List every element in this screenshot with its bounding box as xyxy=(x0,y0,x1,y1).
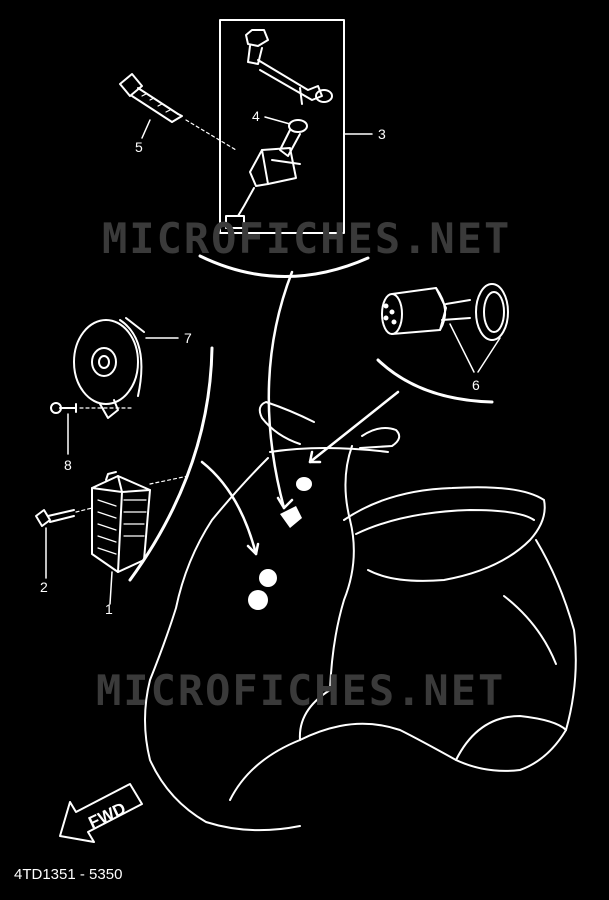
view-arc-left xyxy=(128,346,214,582)
callout-label-4: 4 xyxy=(252,108,260,124)
part-positions xyxy=(248,477,312,610)
view-arc-top xyxy=(198,254,370,278)
callout-label-7: 7 xyxy=(184,330,192,346)
callout-label-8: 8 xyxy=(64,457,72,473)
view-arc-right xyxy=(376,358,494,404)
watermark-top: MICROFICHES.NET xyxy=(102,214,512,263)
horn xyxy=(73,317,145,419)
fwd-arrow xyxy=(59,783,143,843)
callout-label-6: 6 xyxy=(472,377,480,393)
callout-label-1: 1 xyxy=(105,601,113,617)
diagram-code: 4TD1351 - 5350 xyxy=(14,866,123,883)
callout-label-3: 3 xyxy=(378,126,386,142)
regulator-screw xyxy=(35,509,75,527)
scooter-outline xyxy=(144,401,577,832)
main-switch-body xyxy=(225,119,308,229)
bolt xyxy=(119,73,183,123)
watermark-bottom: MICROFICHES.NET xyxy=(96,666,506,715)
seat-lock-lever xyxy=(245,29,333,105)
callout-label-2: 2 xyxy=(40,579,48,595)
pointer-arrows xyxy=(200,270,400,556)
callout-label-5: 5 xyxy=(135,139,143,155)
rectifier-regulator xyxy=(91,471,151,573)
accessory-socket xyxy=(381,283,509,341)
horn-screw xyxy=(50,402,77,414)
main-switch-box xyxy=(219,19,345,234)
